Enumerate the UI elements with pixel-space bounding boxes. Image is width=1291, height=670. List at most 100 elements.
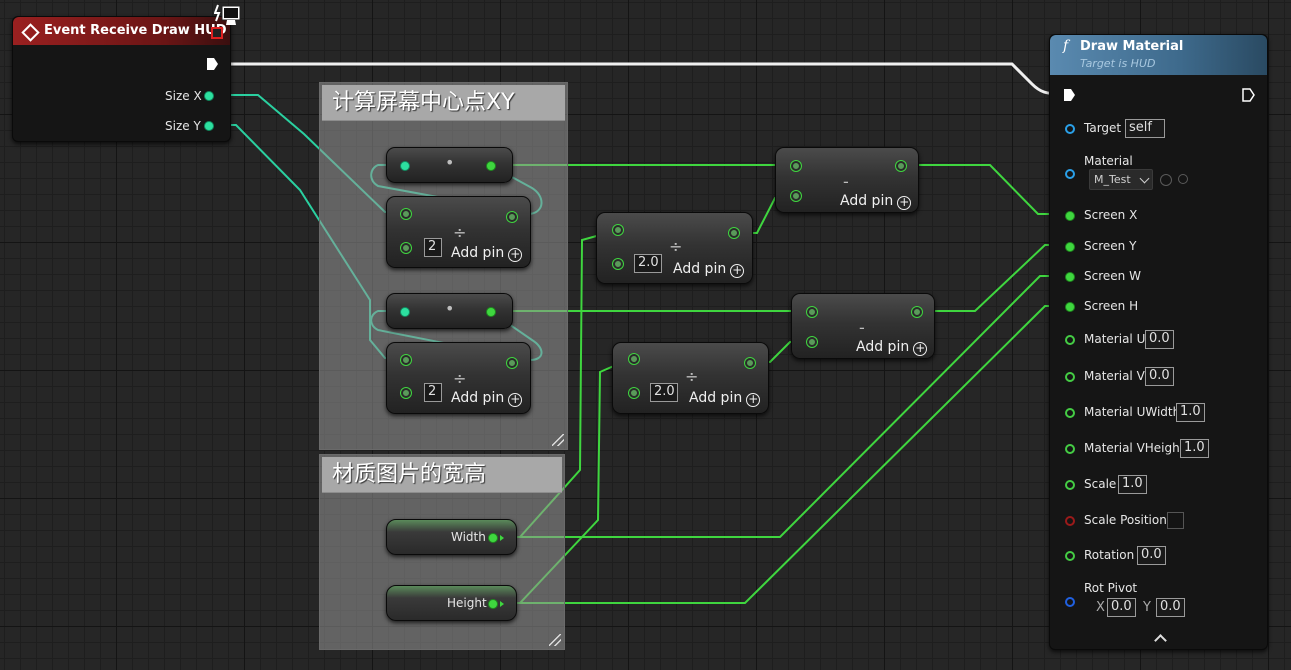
- divide-in-a-pin[interactable]: [401, 355, 411, 365]
- rot-pivot-pin[interactable]: [1065, 597, 1075, 607]
- material-dropdown[interactable]: M_Test: [1089, 169, 1153, 190]
- material-uwidth-value[interactable]: 1.0: [1176, 403, 1205, 422]
- divide-value-field[interactable]: 2: [424, 383, 442, 402]
- plus-icon: +: [913, 341, 928, 356]
- size-y-pin[interactable]: [204, 121, 214, 131]
- material-v-pin[interactable]: [1065, 372, 1075, 382]
- add-pin-button[interactable]: Add pin+: [673, 261, 745, 278]
- rot-pivot-x-value[interactable]: 0.0: [1107, 598, 1136, 617]
- scale-value[interactable]: 1.0: [1118, 475, 1147, 494]
- divide-out-pin[interactable]: [745, 358, 755, 368]
- resize-grip[interactable]: [552, 434, 564, 446]
- add-pin-label: Add pin: [451, 245, 505, 261]
- divide-in-a-pin[interactable]: [401, 209, 411, 219]
- divide-in-b-pin[interactable]: [613, 259, 623, 269]
- browse-search-icon[interactable]: [1178, 174, 1188, 184]
- material-u-value[interactable]: 0.0: [1145, 330, 1174, 349]
- material-v-label: Material V: [1084, 369, 1145, 383]
- subtract-in-b-pin[interactable]: [807, 337, 817, 347]
- add-pin-button[interactable]: Add pin+: [451, 390, 523, 407]
- add-pin-button[interactable]: Add pin+: [856, 339, 928, 356]
- multiply-node-y[interactable]: •: [386, 293, 513, 329]
- screen-h-label: Screen H: [1084, 299, 1139, 313]
- size-x-pin[interactable]: [204, 91, 214, 101]
- rotation-value[interactable]: 0.0: [1137, 546, 1166, 565]
- divide-in-a-pin[interactable]: [629, 354, 639, 364]
- multiply-out-pin[interactable]: [486, 307, 496, 317]
- divide-node-int-y[interactable]: ÷ 2 Add pin+: [386, 342, 531, 414]
- divide-out-pin[interactable]: [729, 228, 739, 238]
- use-selected-icon[interactable]: [1160, 174, 1172, 186]
- divide-node-float-width[interactable]: ÷ 2.0 Add pin+: [596, 212, 753, 284]
- screen-x-pin[interactable]: [1065, 211, 1075, 221]
- divide-out-pin[interactable]: [507, 212, 517, 222]
- multiply-symbol: •: [445, 153, 455, 172]
- width-out-pin[interactable]: [488, 533, 498, 543]
- subtract-in-a-pin[interactable]: [791, 161, 801, 171]
- event-receive-draw-hud-node[interactable]: Event Receive Draw HUD Size X Size Y: [12, 16, 231, 142]
- add-pin-label: Add pin: [856, 339, 910, 355]
- screen-w-label: Screen W: [1084, 269, 1141, 283]
- rotation-pin[interactable]: [1065, 551, 1075, 561]
- rot-pivot-y-value[interactable]: 0.0: [1156, 598, 1185, 617]
- multiply-out-pin[interactable]: [486, 161, 496, 171]
- comment-title: 材质图片的宽高: [322, 457, 562, 493]
- collapse-chevron-up-icon[interactable]: [1154, 634, 1167, 647]
- multiply-node-x[interactable]: •: [386, 147, 513, 183]
- material-v-value[interactable]: 0.0: [1145, 367, 1174, 386]
- divide-value-field[interactable]: 2: [424, 238, 442, 257]
- scale-position-pin[interactable]: [1065, 516, 1075, 526]
- add-pin-button[interactable]: Add pin+: [840, 193, 912, 210]
- subtract-node-y[interactable]: - Add pin+: [791, 293, 935, 359]
- material-vheight-value[interactable]: 1.0: [1180, 439, 1209, 458]
- material-vheight-label: Material VHeight: [1084, 441, 1185, 455]
- rot-pivot-y-label: Y: [1143, 600, 1151, 615]
- scale-position-checkbox[interactable]: [1167, 512, 1184, 529]
- divide-out-pin[interactable]: [507, 358, 517, 368]
- divide-node-float-height[interactable]: ÷ 2.0 Add pin+: [612, 342, 769, 414]
- target-pin[interactable]: [1065, 124, 1075, 134]
- divide-symbol: ÷: [669, 237, 683, 256]
- height-to-screen-h: [496, 305, 1070, 604]
- multiply-in-pin[interactable]: [400, 307, 410, 317]
- divide-node-int-x[interactable]: ÷ 2 Add pin+: [386, 196, 531, 268]
- add-pin-button[interactable]: Add pin+: [451, 245, 523, 262]
- add-pin-button[interactable]: Add pin+: [689, 390, 761, 407]
- screen-h-pin[interactable]: [1065, 302, 1075, 312]
- subtract-out-pin[interactable]: [896, 161, 906, 171]
- divide-in-b-pin[interactable]: [401, 243, 411, 253]
- divide-symbol: ÷: [453, 369, 467, 388]
- multiply-in-pin[interactable]: [400, 161, 410, 171]
- divide-value-field[interactable]: 2.0: [650, 383, 678, 402]
- material-vheight-pin[interactable]: [1065, 444, 1075, 454]
- subtract-in-b-pin[interactable]: [791, 191, 801, 201]
- scale-pin[interactable]: [1065, 480, 1075, 490]
- divide-in-b-pin[interactable]: [401, 388, 411, 398]
- subtract-node-x[interactable]: - Add pin+: [775, 147, 919, 213]
- height-variable-node[interactable]: Height: [386, 585, 517, 621]
- divide-in-a-pin[interactable]: [613, 225, 623, 235]
- exec-out-pin[interactable]: [206, 57, 219, 71]
- screen-y-label: Screen Y: [1084, 239, 1137, 253]
- subtract-in-a-pin[interactable]: [807, 307, 817, 317]
- target-value[interactable]: self: [1125, 119, 1165, 138]
- divide-in-b-pin[interactable]: [629, 388, 639, 398]
- material-dropdown-value: M_Test: [1094, 173, 1131, 186]
- material-uwidth-pin[interactable]: [1065, 408, 1075, 418]
- exec-out-pin[interactable]: [1242, 88, 1255, 102]
- width-variable-node[interactable]: Width: [386, 519, 517, 555]
- material-u-pin[interactable]: [1065, 335, 1075, 345]
- screen-y-pin[interactable]: [1065, 242, 1075, 252]
- screen-w-pin[interactable]: [1065, 272, 1075, 282]
- material-pin[interactable]: [1065, 169, 1075, 179]
- divide-value-field[interactable]: 2.0: [634, 254, 662, 273]
- height-out-pin[interactable]: [488, 599, 498, 609]
- draw-material-node[interactable]: f Draw Material Target is HUD Target sel…: [1049, 34, 1268, 650]
- sub1-to-screen-x: [902, 164, 1070, 215]
- comment-title: 计算屏幕中心点XY: [322, 85, 565, 121]
- function-title: Draw Material: [1080, 39, 1184, 54]
- exec-in-pin[interactable]: [1063, 88, 1076, 102]
- subtract-out-pin[interactable]: [912, 307, 922, 317]
- delegate-pin[interactable]: [211, 27, 223, 39]
- resize-grip[interactable]: [549, 634, 561, 646]
